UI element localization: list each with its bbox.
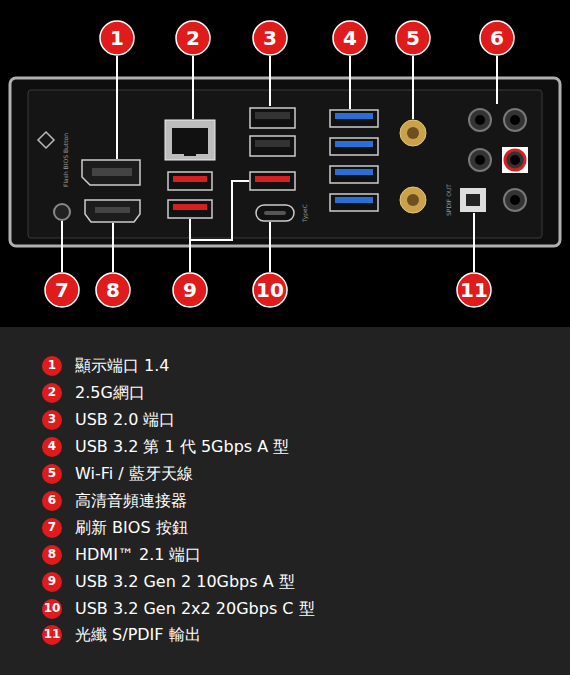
callout-number: 1 [110,27,124,49]
panel-print: TypeC [302,204,309,222]
port-description: 顯示端口 1.4 [75,357,170,375]
callout-number: 7 [55,279,69,301]
list-number: 8 [48,548,56,561]
list-number: 7 [48,521,56,534]
port-description: USB 2.0 端口 [75,411,175,429]
port-description: 刷新 BIOS 按鈕 [75,519,188,537]
callout-number: 6 [490,27,504,49]
list-number: 9 [48,575,56,588]
port-description: 2.5G網口 [75,384,145,402]
port-description: 光纖 S/PDIF 輸出 [75,626,201,644]
list-number: 4 [48,440,56,453]
callout-number: 4 [343,27,357,49]
callout-number: 9 [183,279,197,301]
callout-number: 11 [460,279,488,301]
callout-number: 8 [106,279,120,301]
port-description: USB 3.2 Gen 2 10Gbps A 型 [75,573,295,591]
port-description: Wi-Fi / 藍牙天線 [75,465,193,483]
list-number: 5 [48,467,56,480]
callout-number: 10 [256,279,284,301]
panel-print: SPDIF OUT [446,184,453,216]
callout-number: 2 [186,27,200,49]
list-number: 6 [48,494,56,507]
callout-number: 5 [406,27,420,49]
port-description: HDMI™ 2.1 端口 [75,546,202,564]
callout-number: 3 [263,27,277,49]
list-number: 10 [44,602,61,615]
panel-print: Flash BIOS Button [63,133,70,187]
port-description: 高清音頻連接器 [75,492,187,510]
list-number: 2 [48,386,56,399]
list-number: 3 [48,413,56,426]
list-number: 1 [48,359,56,372]
port-description: USB 3.2 Gen 2x2 20Gbps C 型 [75,600,315,618]
list-number: 11 [44,628,61,641]
port-description: USB 3.2 第 1 代 5Gbps A 型 [75,438,289,456]
